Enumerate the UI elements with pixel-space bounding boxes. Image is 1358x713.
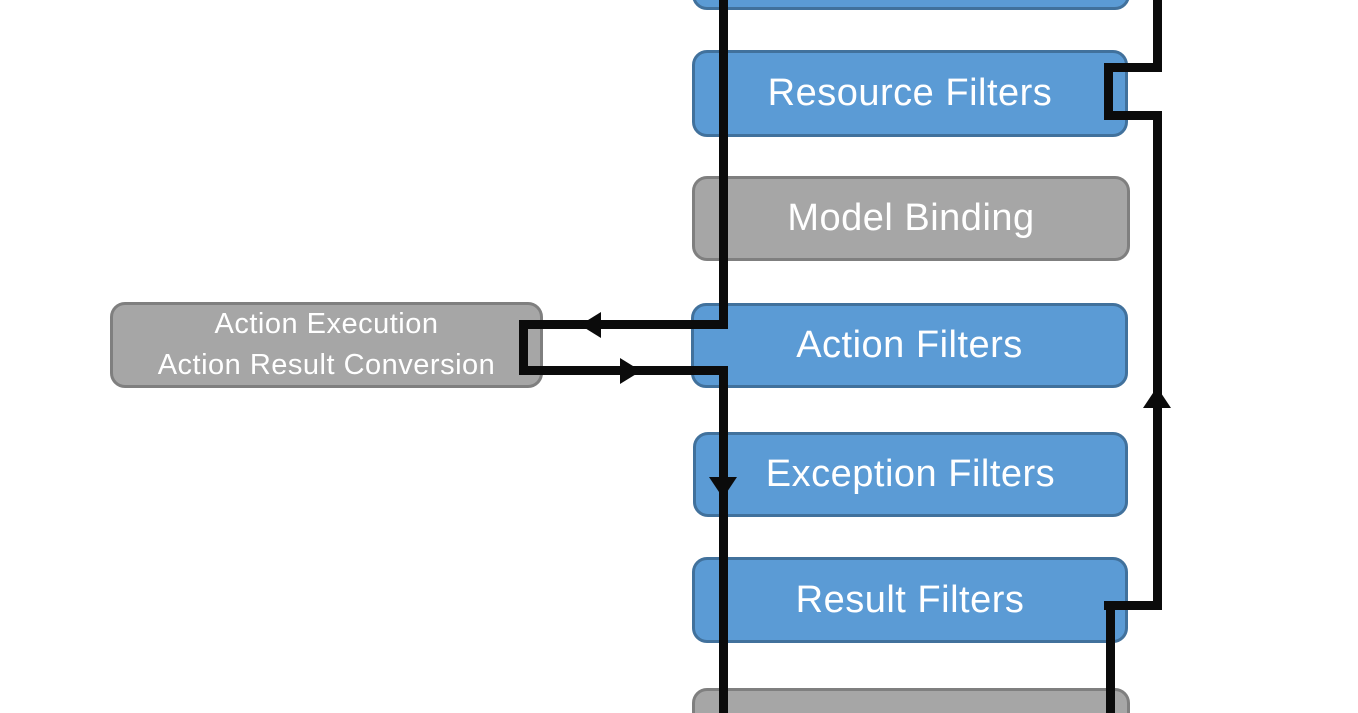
- box-exception-filters: Exception Filters: [693, 432, 1128, 517]
- response-line-resource-notch-vertical: [1104, 63, 1113, 120]
- response-line-vertical-main: [1153, 111, 1162, 610]
- request-line-vertical-lower: [719, 366, 728, 713]
- box-model-binding: Model Binding: [692, 176, 1130, 261]
- box-result-filters: Result Filters: [692, 557, 1128, 643]
- arrowhead-left-icon: [580, 312, 601, 338]
- arrowhead-right-icon: [620, 358, 641, 384]
- box-resource-filters: Resource Filters: [692, 50, 1128, 137]
- request-line-to-action-execution: [519, 320, 728, 329]
- response-line-result-filters-jog: [1104, 601, 1162, 610]
- box-label: Model Binding: [787, 197, 1035, 239]
- box-action-filters: Action Filters: [691, 303, 1128, 388]
- request-line-vertical-upper: [719, 0, 728, 329]
- arrowhead-down-icon: [709, 477, 737, 498]
- request-line-side-box-notch: [519, 320, 528, 375]
- box-label-line1: Action Execution: [214, 308, 439, 340]
- box-bottom-partial: [692, 688, 1130, 713]
- box-label: Action Filters: [796, 324, 1023, 366]
- arrowhead-up-icon: [1143, 387, 1171, 408]
- response-line-resource-notch-top: [1104, 63, 1162, 72]
- box-label: Resource Filters: [767, 72, 1053, 114]
- box-action-execution: Action Execution Action Result Conversio…: [110, 302, 543, 388]
- box-top-partial: [692, 0, 1130, 10]
- response-line-from-bottom-box: [1106, 601, 1115, 713]
- response-line-vertical-top: [1153, 0, 1162, 72]
- box-label: Exception Filters: [765, 453, 1056, 495]
- box-label-line2: Action Result Conversion: [157, 349, 496, 381]
- response-line-resource-notch-bottom: [1104, 111, 1162, 120]
- box-label: Result Filters: [795, 578, 1025, 621]
